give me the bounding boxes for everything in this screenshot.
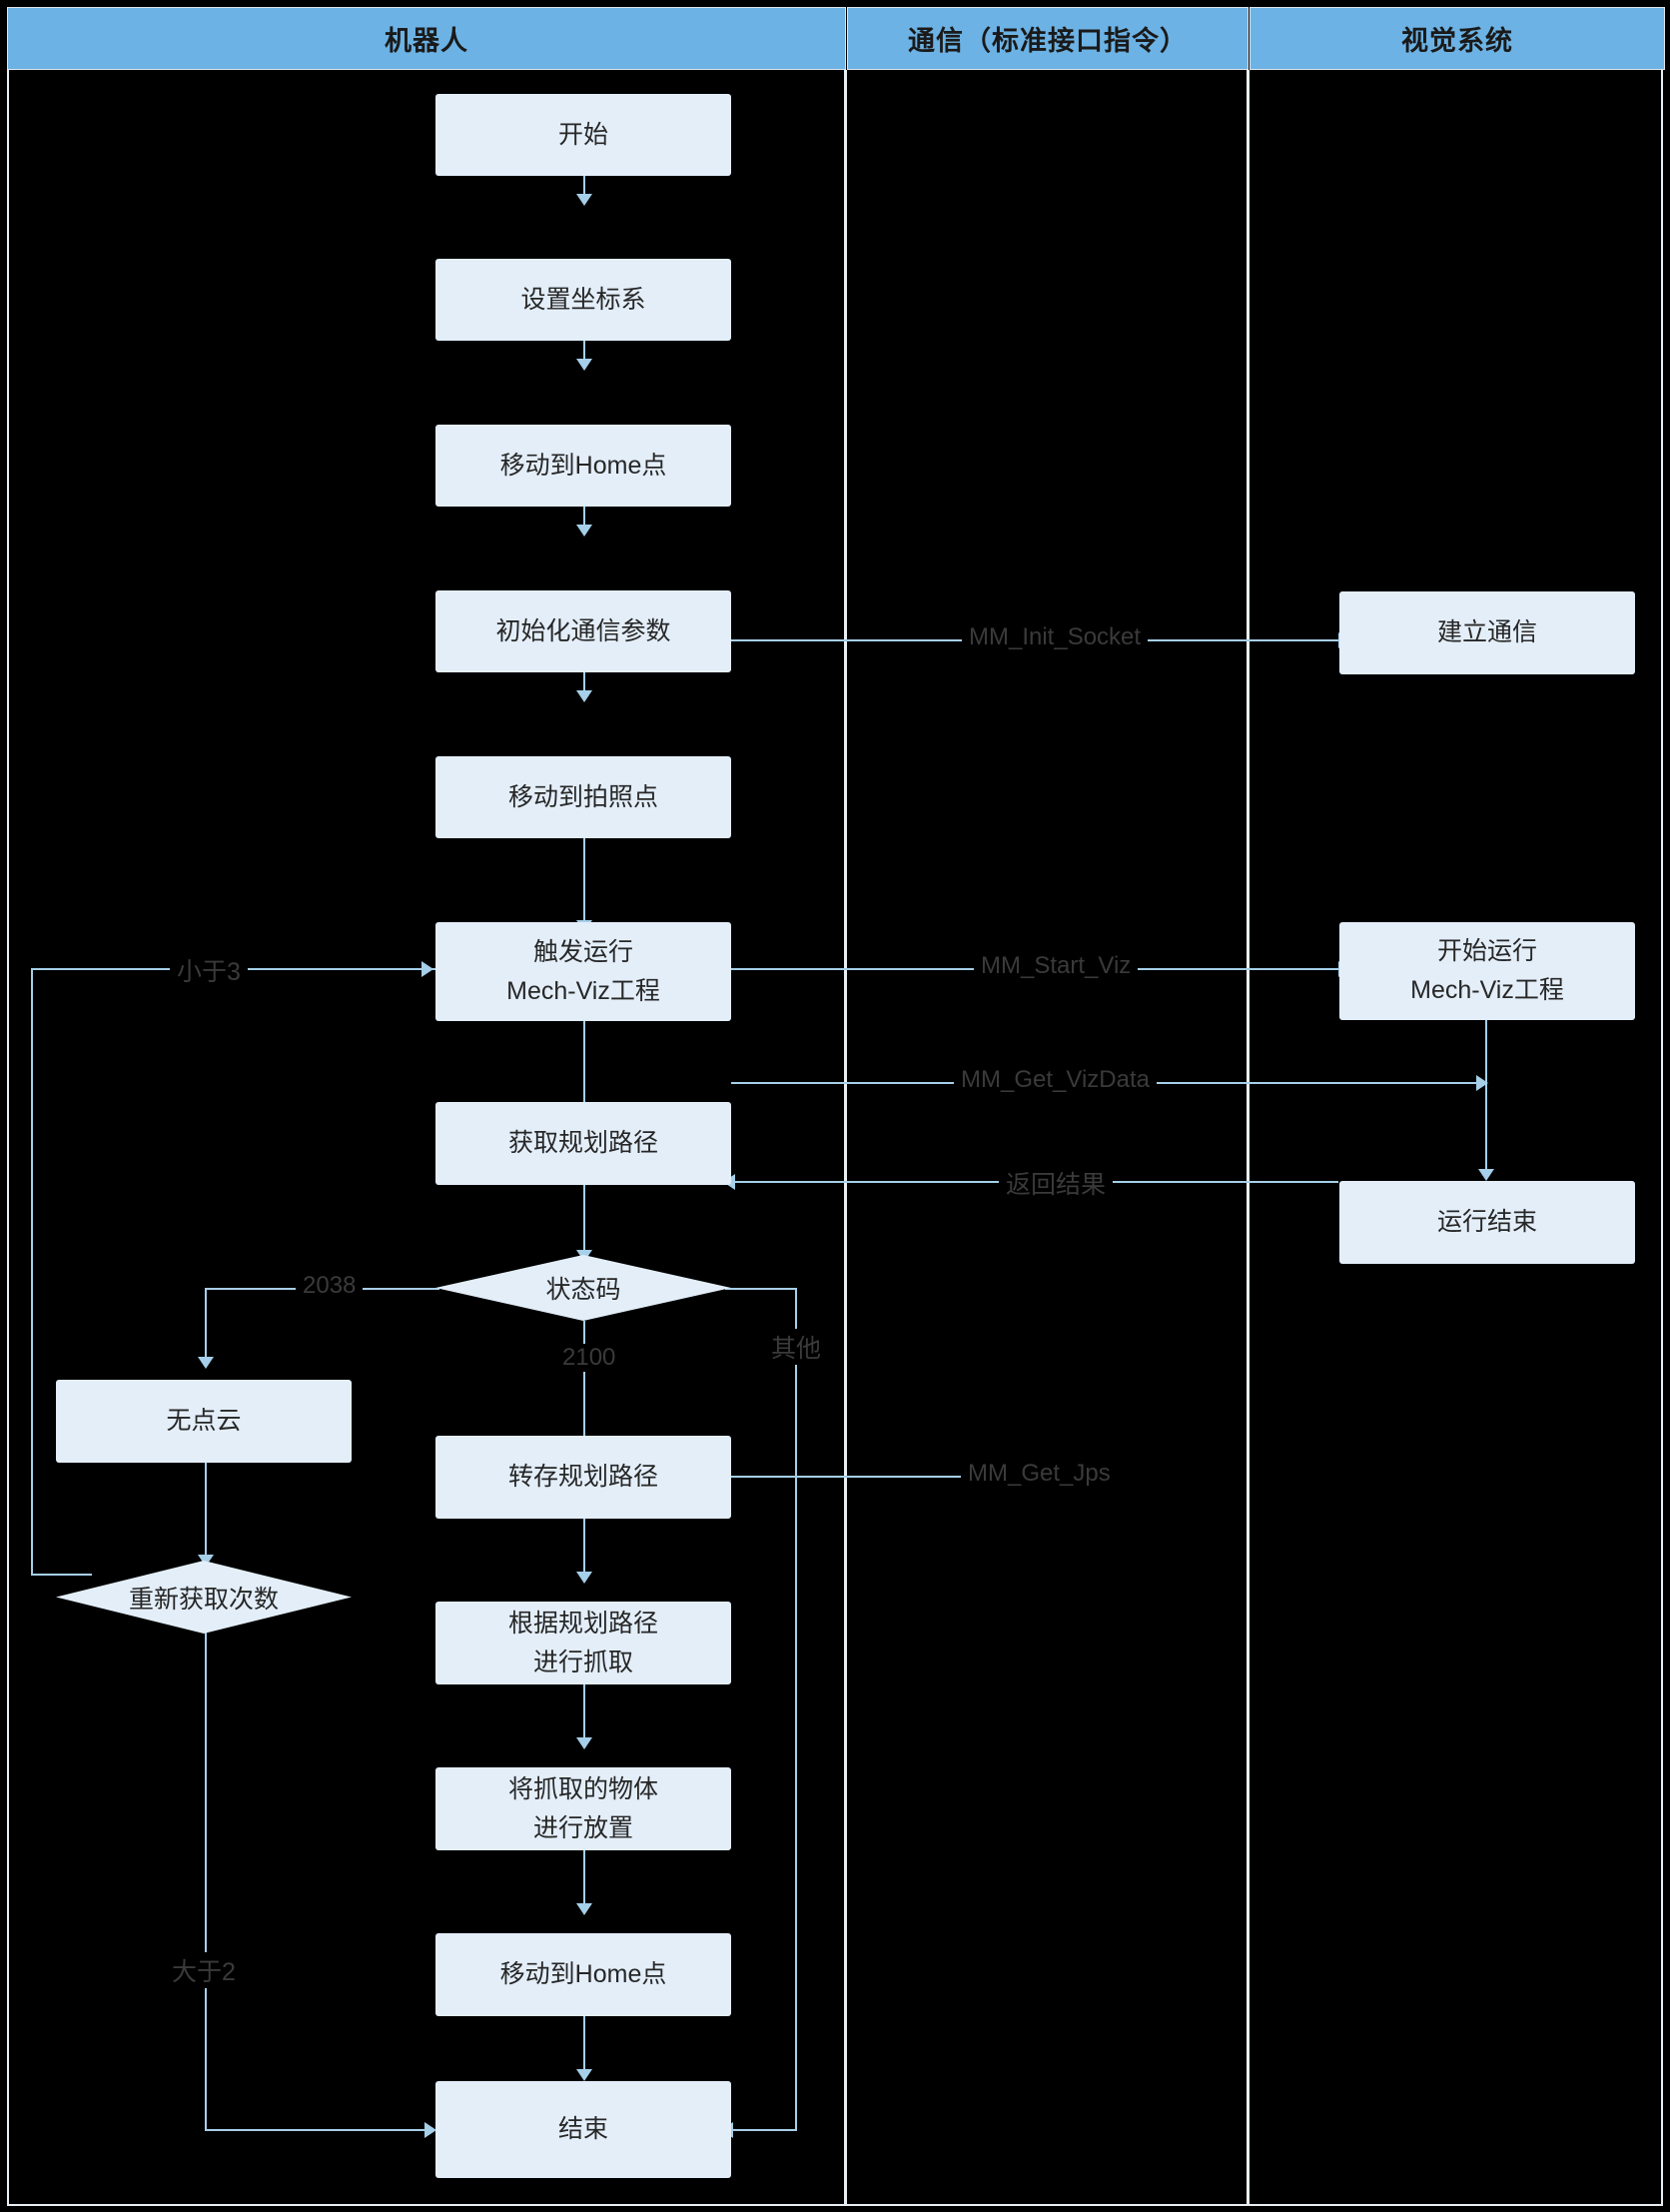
node-vision-run-finished-label: 运行结束 [1436, 1208, 1537, 1237]
edge-home2-to-end [583, 2016, 585, 2074]
node-status-code-label: 状态码 [545, 1276, 621, 1304]
arrowhead-retry-to-end [424, 2122, 436, 2138]
arrowhead-setframe-to-home1 [576, 359, 592, 371]
edge-label-code-2100: 2100 [555, 1344, 623, 1372]
arrowhead-initcomm-to-movephoto [576, 690, 592, 702]
node-set-coordinate-frame[interactable]: 设置坐标系 [435, 259, 731, 341]
node-status-code-decision[interactable]: 状态码 [435, 1255, 731, 1321]
node-move-to-capture-point-label: 移动到拍照点 [507, 782, 658, 811]
edge-label-less-than-3: 小于3 [170, 952, 248, 988]
edge-other-to-end-h [733, 2129, 797, 2131]
arrowhead-statuscode-to-nocloud [198, 1357, 214, 1369]
node-no-point-cloud[interactable]: 无点云 [56, 1380, 352, 1463]
node-retry-count-label: 重新获取次数 [128, 1585, 279, 1614]
edge-statuscode-other-h [725, 1288, 797, 1290]
edge-statuscode-2100 [583, 1321, 585, 1443]
node-pick-by-path[interactable]: 根据规划路径 进行抓取 [435, 1602, 731, 1684]
edge-label-mm-get-jps: MM_Get_Jps [961, 1460, 1118, 1488]
node-no-point-cloud-label: 无点云 [166, 1407, 242, 1436]
edge-label-greater-than-2: 大于2 [165, 1952, 243, 1988]
edge-retry-greaterthan2-v [205, 1617, 207, 2131]
edge-label-code-2038: 2038 [296, 1272, 364, 1300]
edge-pick-to-place [583, 1684, 585, 1742]
node-init-communication-params[interactable]: 初始化通信参数 [435, 590, 731, 672]
node-vision-start-mechviz-label2: Mech-Viz工程 [1410, 976, 1564, 1004]
edge-triggerviz-to-getpath [583, 1021, 585, 1119]
arrowhead-pick-to-place [576, 1737, 592, 1749]
node-pick-by-path-label: 根据规划路径 [507, 1609, 658, 1638]
node-save-planned-path[interactable]: 转存规划路径 [435, 1436, 731, 1519]
lane-border-right [1661, 70, 1663, 2206]
node-place-object[interactable]: 将抓取的物体 进行放置 [435, 1767, 731, 1850]
arrowhead-savepath-to-pick [576, 1572, 592, 1584]
edge-vizstart-to-vizend [1485, 1019, 1487, 1177]
node-trigger-mechviz-label2: Mech-Viz工程 [506, 976, 660, 1005]
lane-divider-1 [844, 70, 847, 2206]
node-establish-communication-label: 建立通信 [1436, 618, 1537, 647]
node-place-object-label2: 进行放置 [532, 1813, 633, 1842]
edge-getpath-to-statuscode [583, 1185, 585, 1255]
node-get-planned-path[interactable]: 获取规划路径 [435, 1102, 731, 1185]
node-pick-by-path-label2: 进行抓取 [532, 1648, 633, 1676]
arrowhead-vizstart-to-vizend [1478, 1169, 1494, 1181]
node-trigger-mechviz-label: 触发运行 [532, 937, 633, 966]
node-start-label: 开始 [557, 120, 608, 149]
node-save-planned-path-label: 转存规划路径 [507, 1463, 658, 1492]
lane-header-communication: 通信（标准接口指令） [847, 7, 1249, 70]
lane-header-vision: 视觉系统 [1250, 7, 1665, 70]
edge-place-to-home2 [583, 1850, 585, 1908]
node-move-to-home-1-label: 移动到Home点 [499, 451, 667, 480]
node-retry-count-decision[interactable]: 重新获取次数 [56, 1561, 352, 1634]
edge-label-mm-start-viz: MM_Start_Viz [974, 952, 1139, 980]
edge-retry-lessthan3-v [31, 968, 33, 1575]
arrowhead-place-to-home2 [576, 1903, 592, 1915]
edge-savepath-to-pick [583, 1519, 585, 1577]
arrowhead-retry-to-triggerviz [421, 961, 433, 977]
edge-movephoto-to-triggerviz [583, 803, 585, 925]
node-move-to-capture-point[interactable]: 移动到拍照点 [435, 756, 731, 838]
node-end-label: 结束 [557, 2115, 608, 2144]
node-establish-communication[interactable]: 建立通信 [1339, 591, 1635, 674]
node-init-communication-params-label: 初始化通信参数 [495, 616, 671, 645]
arrowhead-start-to-setframe [576, 194, 592, 206]
edge-statuscode-2038-v [205, 1288, 207, 1363]
node-place-object-label: 将抓取的物体 [507, 1774, 658, 1803]
node-set-coordinate-frame-label: 设置坐标系 [520, 285, 646, 314]
lane-header-vision-label: 视觉系统 [1401, 26, 1513, 56]
edge-label-mm-init-socket: MM_Init_Socket [962, 623, 1149, 651]
lane-border-left [7, 70, 9, 2206]
node-start[interactable]: 开始 [435, 94, 731, 176]
node-move-to-home-2[interactable]: 移动到Home点 [435, 1933, 731, 2016]
lane-divider-2 [1247, 70, 1250, 2206]
edge-retry-greaterthan2-h [205, 2129, 432, 2131]
lane-border-bottom [7, 2204, 1663, 2206]
edge-nocloud-to-retrycount [205, 1463, 207, 1561]
arrowhead-home1-to-initcomm [576, 525, 592, 537]
edge-statuscode-other-v [795, 1288, 797, 2131]
edge-retry-lessthan3-h-low [31, 1574, 92, 1576]
lane-header-robot-label: 机器人 [385, 26, 468, 56]
node-get-planned-path-label: 获取规划路径 [507, 1129, 658, 1158]
node-vision-start-mechviz[interactable]: 开始运行 Mech-Viz工程 [1339, 922, 1635, 1020]
lane-header-communication-label: 通信（标准接口指令） [908, 26, 1188, 56]
node-vision-start-mechviz-label: 开始运行 [1436, 937, 1537, 966]
arrowhead-home2-to-end [576, 2069, 592, 2081]
node-end[interactable]: 结束 [435, 2081, 731, 2178]
edge-label-return-result: 返回结果 [999, 1165, 1114, 1201]
lane-header-robot: 机器人 [7, 7, 846, 70]
node-vision-run-finished[interactable]: 运行结束 [1339, 1181, 1635, 1264]
edge-label-mm-get-vizdata: MM_Get_VizData [954, 1066, 1157, 1094]
node-move-to-home-2-label: 移动到Home点 [499, 1960, 667, 1989]
node-trigger-mechviz[interactable]: 触发运行 Mech-Viz工程 [435, 922, 731, 1021]
edge-savepath-to-getjps [731, 1476, 967, 1478]
node-move-to-home-1[interactable]: 移动到Home点 [435, 425, 731, 507]
edge-label-code-other: 其他 [764, 1329, 829, 1365]
